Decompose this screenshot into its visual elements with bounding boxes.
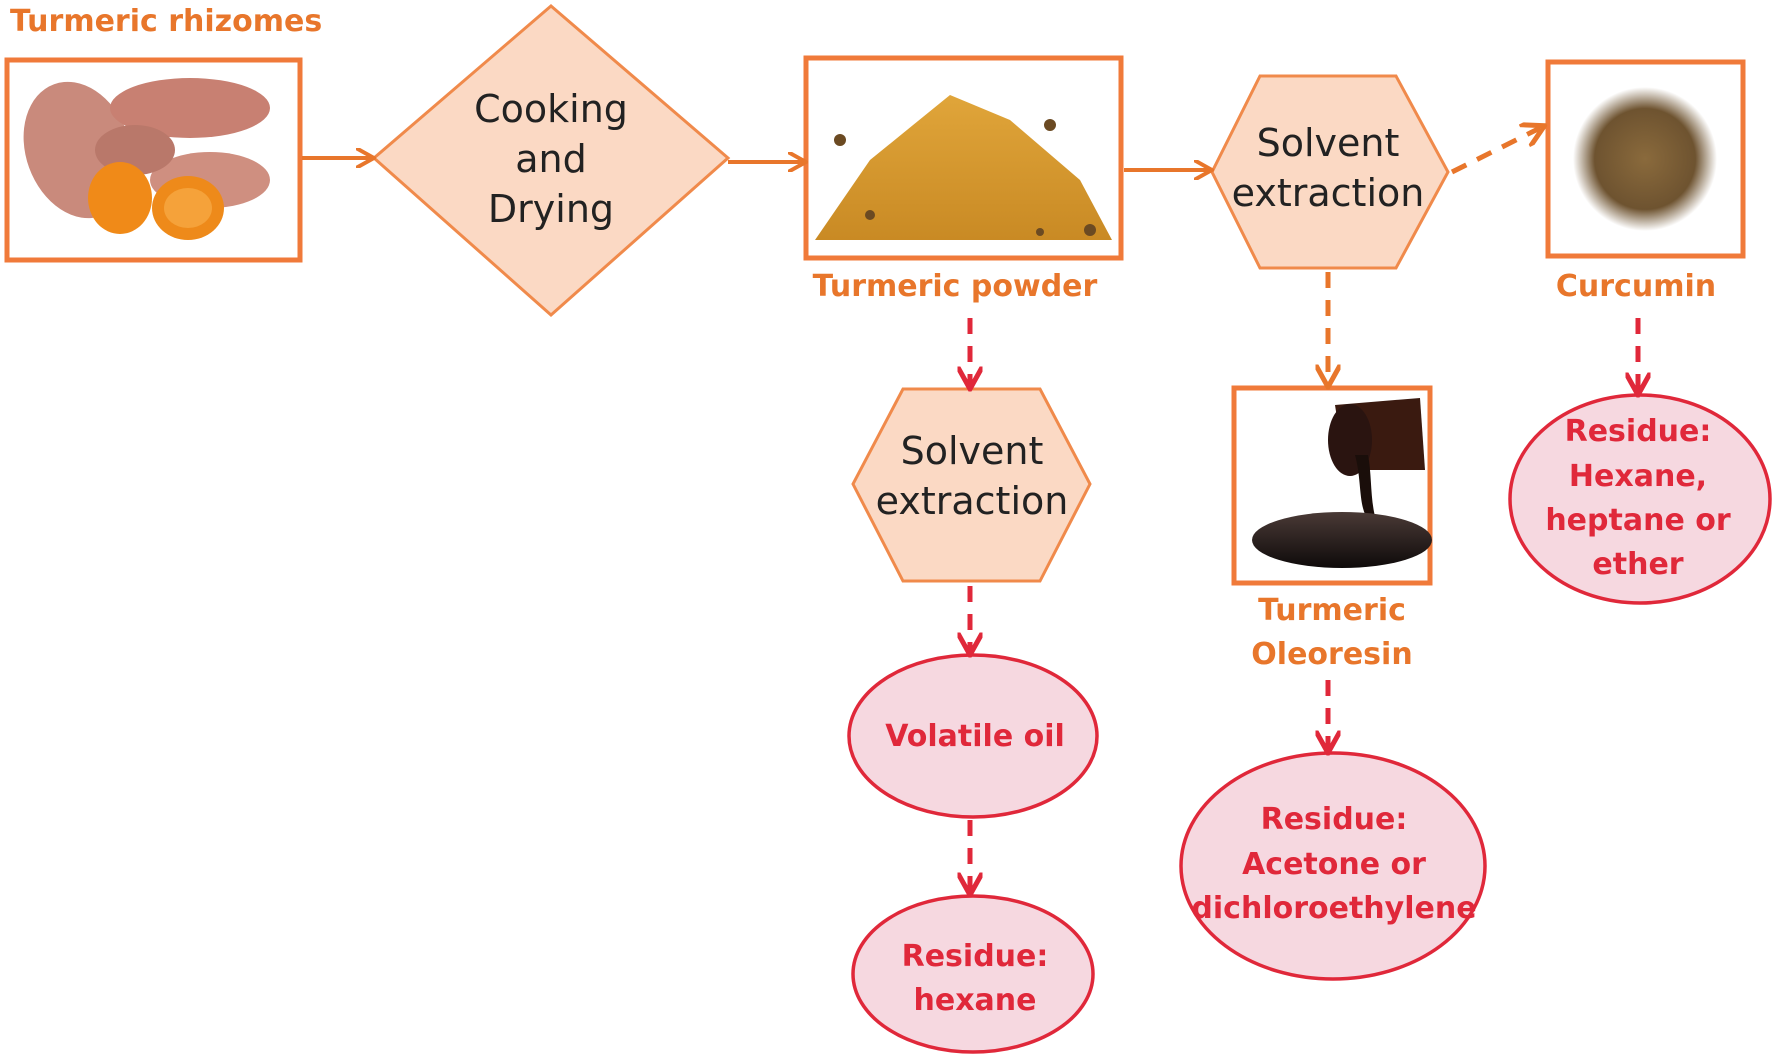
solvent-top-line-1: Solvent xyxy=(1257,121,1400,165)
residue-hhe-line-4: ether xyxy=(1592,547,1683,582)
turmeric-powder-image xyxy=(803,55,1124,261)
cooking-line-3: Drying xyxy=(488,187,614,231)
solvent-mid-line-2: extraction xyxy=(876,479,1069,523)
solvent-top-line-2: extraction xyxy=(1232,171,1425,215)
residue-acetone-node: Residue: Acetone or dichloroethylene xyxy=(1179,751,1487,981)
label-oleoresin-line-2: Oleoresin xyxy=(1251,637,1412,672)
residue-acetone-line-2: Acetone or xyxy=(1242,847,1426,882)
residue-acetone-line-1: Residue: xyxy=(1261,802,1408,837)
residue-hexane-heptane-node: Residue: Hexane, heptane or ether xyxy=(1508,393,1772,605)
curcumin-image xyxy=(1545,59,1746,259)
cooking-line-2: and xyxy=(515,137,587,181)
label-turmeric-rhizomes: Turmeric rhizomes xyxy=(10,4,322,39)
residue-hhe-line-2: Hexane, xyxy=(1569,459,1707,494)
solvent-extraction-top-step: Solvent extraction xyxy=(1210,74,1450,270)
volatile-oil-node: Volatile oil xyxy=(847,653,1099,819)
residue-hhe-line-3: heptane or xyxy=(1545,503,1731,538)
label-oleoresin-line-1: Turmeric xyxy=(1258,593,1406,628)
cooking-line-1: Cooking xyxy=(474,87,628,131)
label-curcumin: Curcumin xyxy=(1556,269,1716,304)
turmeric-oleoresin-image xyxy=(1231,385,1433,586)
label-turmeric-powder: Turmeric powder xyxy=(813,269,1098,304)
residue-acetone-line-3: dichloroethylene xyxy=(1191,891,1476,926)
turmeric-rhizomes-image xyxy=(4,57,303,263)
residue-hhe-line-1: Residue: xyxy=(1565,414,1712,449)
solvent-mid-line-1: Solvent xyxy=(901,429,1044,473)
solvent-extraction-mid-step: Solvent extraction xyxy=(851,387,1092,583)
residue-hexane-line-1: Residue: xyxy=(902,939,1049,974)
arrow-solvent-to-curcumin xyxy=(1450,128,1540,175)
residue-hexane-line-2: hexane xyxy=(913,983,1036,1018)
volatile-oil-label: Volatile oil xyxy=(885,719,1065,754)
cooking-and-drying-step: Cooking and Drying xyxy=(371,4,731,318)
residue-hexane-node: Residue: hexane xyxy=(851,894,1095,1054)
